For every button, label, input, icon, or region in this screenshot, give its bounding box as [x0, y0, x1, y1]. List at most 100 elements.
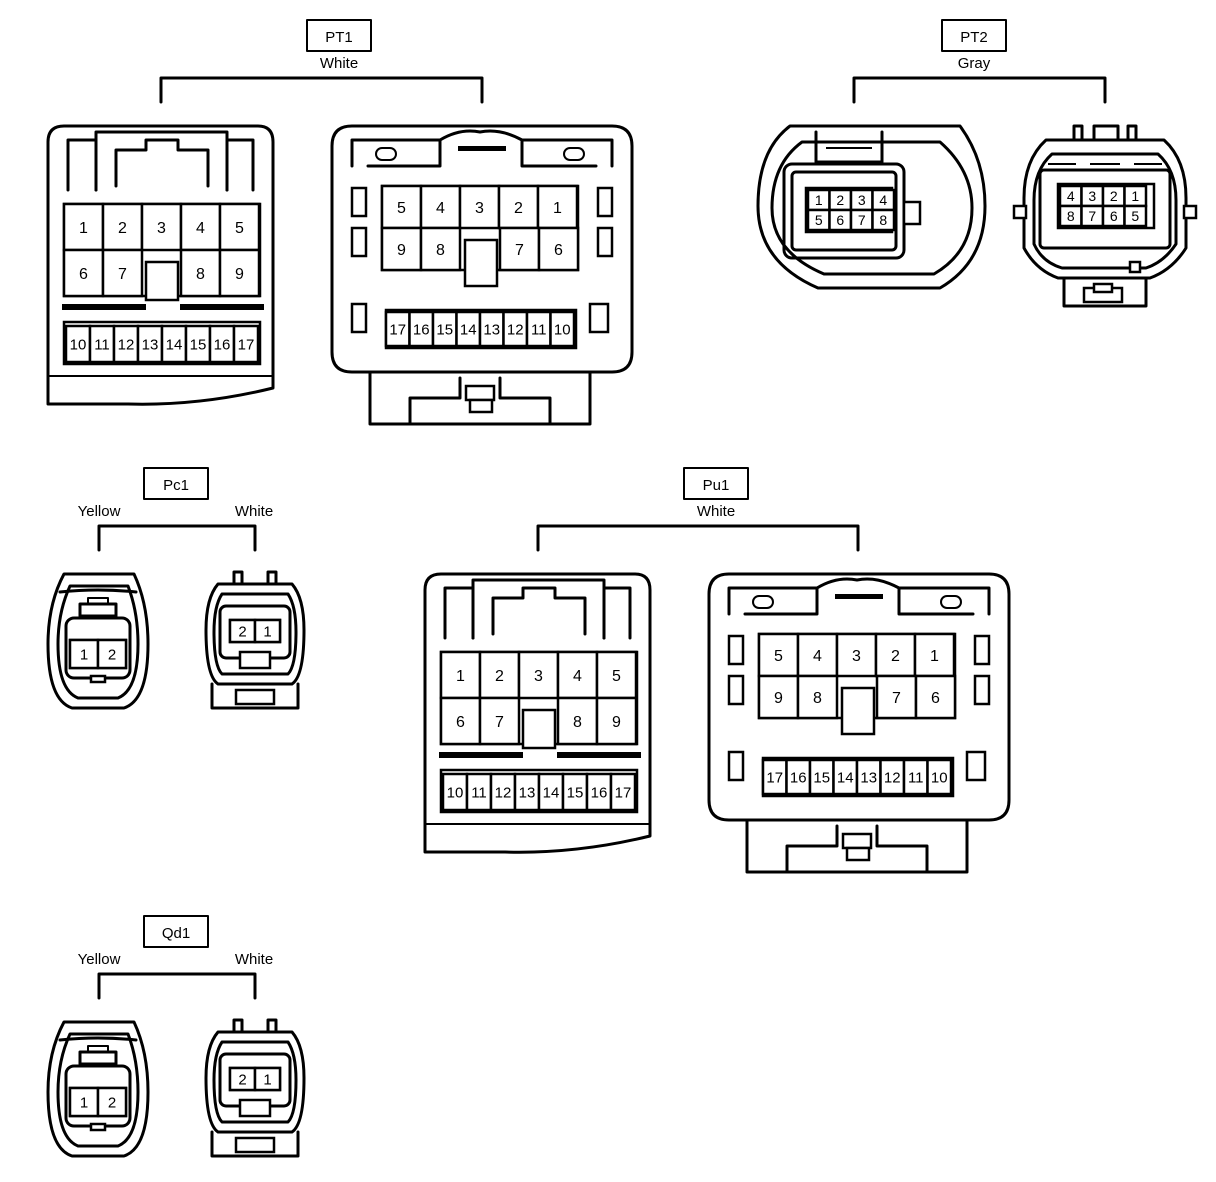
pin-number: 3 — [852, 648, 861, 665]
connector-id-label: Pu1 — [703, 477, 730, 494]
pin-cavity — [465, 772, 493, 812]
connector-color-label: White — [235, 951, 273, 968]
pin-number: 8 — [196, 266, 205, 283]
pin-cavity — [757, 674, 800, 720]
connector-group-qd1: Qd1 Yellow White — [46, 915, 306, 1158]
pin-cavity — [537, 226, 580, 272]
pin-number: 8 — [813, 690, 822, 707]
pin-number: 1 — [263, 1071, 271, 1088]
pin-number: 6 — [79, 266, 88, 283]
pin-number: 2 — [108, 646, 116, 663]
pin-number: 16 — [790, 769, 807, 786]
pin-number: 11 — [908, 769, 924, 786]
pin-number: 7 — [515, 242, 524, 259]
pin-number: 6 — [456, 714, 465, 731]
pin-cavity — [549, 310, 576, 348]
pin-number: 10 — [931, 769, 948, 786]
pin-number: 11 — [471, 784, 487, 801]
pin-cavity — [160, 324, 188, 364]
pin-cavity — [537, 772, 565, 812]
pin-number: 6 — [1110, 208, 1118, 224]
pin-number: 17 — [389, 321, 406, 338]
pin-cavity — [585, 772, 613, 812]
pin-number: 4 — [196, 220, 205, 237]
pin-number: 6 — [836, 212, 844, 228]
pin-number: 2 — [495, 668, 504, 685]
pin-number: 12 — [507, 321, 524, 338]
pin-number: 7 — [118, 266, 127, 283]
pin-number: 10 — [70, 336, 87, 353]
pin-number: 10 — [554, 321, 571, 338]
pin-number: 16 — [413, 321, 430, 338]
pin-cavity — [380, 226, 423, 272]
pin-number: 16 — [214, 336, 231, 353]
pin-number: 9 — [612, 714, 621, 731]
pin-cavity — [513, 772, 541, 812]
group-bracket — [159, 76, 484, 104]
connector-color-label: White — [235, 503, 273, 520]
pin-number: 4 — [1067, 188, 1075, 204]
pin-cavity — [1123, 204, 1148, 228]
pin-cavity — [914, 674, 957, 720]
pin-number: 1 — [553, 200, 562, 217]
pin-cavity — [419, 226, 462, 272]
pin-cavity — [96, 638, 128, 670]
pin-number: 4 — [879, 192, 887, 208]
pin-number: 7 — [892, 690, 901, 707]
pin-number: 1 — [815, 192, 823, 208]
pin-number: 13 — [860, 769, 877, 786]
pin-number: 6 — [931, 690, 940, 707]
pin-cavity — [62, 248, 105, 298]
connector-color-label: Yellow — [78, 951, 121, 968]
pin-cavity — [556, 696, 599, 746]
pin-number: 1 — [80, 646, 88, 663]
connector-id-label: PT1 — [325, 29, 353, 46]
pin-number: 1 — [80, 1094, 88, 1111]
connector-id-label: Qd1 — [162, 925, 190, 942]
pin-number: 9 — [235, 266, 244, 283]
pin-number: 12 — [884, 769, 901, 786]
connector-id-box — [143, 915, 209, 948]
pin-cavity — [218, 248, 261, 298]
pin-cavity — [517, 650, 560, 700]
pin-cavity — [439, 696, 482, 746]
connector-id-box — [143, 467, 209, 500]
pin-number: 7 — [858, 212, 866, 228]
pin-cavity — [913, 632, 956, 678]
pin-number: 12 — [495, 784, 512, 801]
pin-number: 11 — [94, 336, 110, 353]
pin-cavity — [609, 772, 637, 812]
pin-number: 10 — [447, 784, 464, 801]
pin-number: 9 — [774, 690, 783, 707]
pin-number: 2 — [118, 220, 127, 237]
pin-number: 5 — [397, 200, 406, 217]
pin-number: 15 — [436, 321, 453, 338]
pin-cavity — [112, 324, 140, 364]
pin-cavity — [62, 202, 105, 252]
pin-number: 17 — [238, 336, 255, 353]
pin-number: 8 — [1067, 208, 1075, 224]
pin-number: 3 — [858, 192, 866, 208]
pin-cavity — [88, 324, 116, 364]
pin-number: 13 — [483, 321, 500, 338]
pin-number: 2 — [1110, 188, 1118, 204]
pin-number: 16 — [591, 784, 608, 801]
connector-id-box — [941, 19, 1007, 52]
pin-cavity — [840, 686, 876, 736]
pin-number: 1 — [1131, 188, 1139, 204]
pin-cavity — [253, 618, 282, 644]
pin-number: 4 — [813, 648, 822, 665]
pin-cavity — [926, 758, 953, 796]
pin-cavity — [561, 772, 589, 812]
pin-number: 9 — [397, 242, 406, 259]
pin-cavity — [144, 260, 180, 302]
pin-cavity — [498, 226, 541, 272]
pin-number: 15 — [190, 336, 207, 353]
pin-number: 17 — [766, 769, 783, 786]
pin-number: 2 — [238, 623, 246, 640]
pin-cavity — [796, 674, 839, 720]
pin-cavity — [595, 696, 638, 746]
pin-number: 1 — [930, 648, 939, 665]
connector-id-label: Pc1 — [163, 477, 189, 494]
